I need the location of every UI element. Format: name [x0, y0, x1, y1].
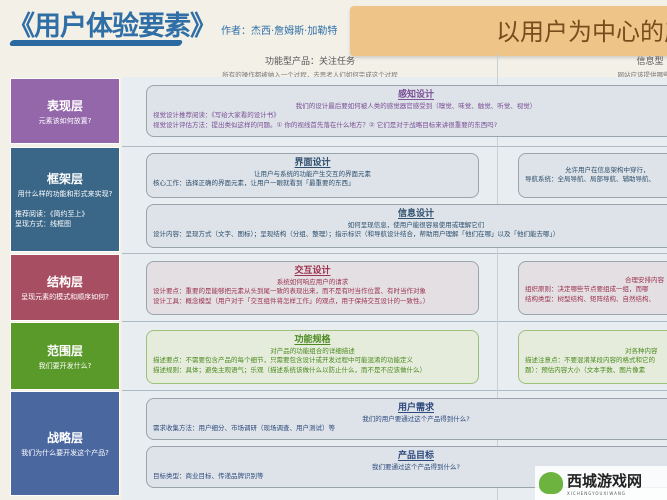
author: 作者：杰西·詹姆斯·加勒特 [221, 26, 338, 37]
watermark-subtext: XICHENGYOUXIWANG [567, 491, 626, 496]
card-line: 题）：预估内容大小（文本字数、图片像素 [525, 365, 646, 374]
layer-question: 我们为什么要开发这个产品? [21, 449, 109, 457]
card-title: 交互设计 [294, 266, 331, 276]
card-title: 信息设计 [397, 209, 434, 219]
column-subtitle: 网站应该提供哪些信息 [617, 71, 667, 79]
card-desc: 系统如何响应用户的请求 [276, 278, 349, 287]
layer-reading: 推荐阅读：《简约至上》 [15, 209, 89, 218]
column-title: 功能型产品：关注任务 [264, 57, 355, 67]
card-line: 核心工作：选择正确的界面元素，让用户一眼就看到「最重要的东西」 [153, 179, 355, 188]
divider [122, 253, 667, 254]
card-user-needs: 用户需求 我们的用户要通过这个产品得到什么? 需求收集方法：用户细分、市场调研（… [146, 398, 667, 440]
layer-name: 表现层 [46, 98, 83, 113]
card-navigation-design: 允许用户在信息架构中穿行， 导航系统：全局导航、局部导航、辅助导航、 [518, 153, 667, 198]
layer-question: 我们要开发什么? [38, 361, 92, 370]
card-line: 导航系统：全局导航、局部导航、辅助导航、 [525, 175, 655, 184]
column-header-functional: 功能型产品：关注任务 所有的操作都被纳入一个过程，去思考人们如何完成这个过程 [140, 54, 480, 79]
card-interaction-design: 交互设计 系统如何响应用户的请求 设计要点：重要的是能够把元素从头到尾一致的表现… [146, 261, 479, 315]
card-functional-spec: 功能规格 对产品的功能组合的详细描述 描述要点：不需要包含产品的每个细节，只需要… [146, 330, 479, 384]
card-line: 描述注意点：不要混淆某段内容的格式和它的 [525, 356, 655, 365]
divider [122, 390, 667, 391]
layer-scope: 范围层 我们要开发什么? [10, 322, 120, 390]
card-line: 设计工具：概念模型（用户对于「交互组件将怎样工作」的观点，用于保持交互设计的一致… [153, 296, 430, 305]
layer-name: 结构层 [46, 275, 83, 289]
card-sensory-design: 感知设计 我们的设计最后要如何被人类的感觉器官感受到（嗅觉、味觉、触觉、听觉、视… [146, 85, 667, 137]
layer-surface: 表现层 元素该如何放置? [10, 78, 120, 144]
divider [122, 146, 667, 147]
card-interface-design: 界面设计 让用户与系统的功能产生交互的界面元素 核心工作：选择正确的界面元素，让… [146, 153, 479, 198]
layer-structure: 结构层 呈现元素的模式和顺序如何? [10, 254, 120, 321]
card-line: 结构类型：树型结构、矩阵结构、自然结构、 [525, 294, 655, 303]
card-desc: 对各种内容 [625, 347, 658, 355]
banner [350, 6, 667, 56]
layer-name: 框架层 [46, 171, 83, 186]
divider [122, 321, 667, 322]
card-desc: 如何呈现信息，使用户能很容易使用或理解它们 [347, 221, 485, 230]
card-line: 视觉设计评估方法：提出类似这样的问题。① 你的视线首先落在什么地方？② 它们是对… [153, 120, 498, 129]
card-information-architecture: 合理安排内容 组织原则：决定哪些节点要组成一组，而哪 结构类型：树型结构、矩阵结… [518, 261, 667, 315]
card-line: 设计内容：呈现方式（文字、图标）；呈现结构（分组、整理）；指示标识（和导航设计结… [153, 230, 560, 239]
layer-name: 范围层 [46, 343, 83, 358]
layer-question: 呈现元素的模式和顺序如何? [21, 293, 109, 301]
banner-text: 以用户为中心的产 [496, 18, 667, 46]
card-desc: 我们要通过这个产品得到什么? [372, 463, 460, 472]
column-header-information: 信息型 网站应该提供哪些信息 [580, 54, 667, 79]
watermark: 西城游戏网 XICHENGYOUXIWANG [535, 466, 667, 500]
card-line: 目标类型：商业目标、传递品牌识别等 [153, 472, 264, 481]
layer-question: 元素该如何放置? [38, 116, 92, 125]
card-desc: 我们的用户要通过这个产品得到什么? [362, 415, 470, 424]
card-desc: 让用户与系统的功能产生交互的界面元素 [254, 170, 371, 179]
card-title: 界面设计 [294, 158, 331, 168]
card-line: 描述规则：具体；避免主观语气；乐观（描述系统该做什么以防止什么，而不是不应该做什… [153, 365, 426, 374]
layer-strategy: 战略层 我们为什么要开发这个产品? [10, 391, 120, 496]
card-desc: 我们的设计最后要如何被人类的感觉器官感受到（嗅觉、味觉、触觉、听觉、视觉） [295, 102, 537, 111]
card-title: 感知设计 [397, 90, 434, 100]
layer-name: 战略层 [46, 431, 83, 445]
card-line: 设计要点：重要的是能够把元素从头到尾一致的表现出来，而不是有时当作位置、有时当作… [153, 287, 426, 296]
layer-skeleton: 框架层 用什么样的功能和形式来实现? 推荐阅读：《简约至上》呈现方式：线框图 [10, 147, 120, 252]
card-line: 视觉设计推荐阅读：《写给大家看的设计书》 [153, 111, 280, 120]
card-line: 描述要点：不需要包含产品的每个细节，只需要包含设计或开发过程中可能混淆的功能定义 [153, 356, 413, 365]
card-desc: 对产品的功能组合的详细描述 [270, 347, 355, 356]
column-divider [497, 54, 498, 500]
card-line: 需求收集方法：用户细分、市场调研（现场调查、用户测试）等 [153, 424, 335, 433]
title-underline [8, 40, 184, 46]
card-title: 产品目标 [397, 451, 434, 461]
card-desc: 合理安排内容 [625, 276, 664, 284]
page-title: 《用户体验要素》 [8, 11, 217, 42]
card-content-requirements: 对各种内容 描述注意点：不要混淆某段内容的格式和它的 题）：预估内容大小（文本字… [518, 330, 667, 384]
card-desc: 允许用户在信息架构中穿行， [565, 166, 650, 174]
card-title: 用户需求 [397, 403, 434, 413]
watermark-text: 西城游戏网 [567, 472, 643, 490]
layer-presentation: 呈现方式：线框图 [15, 220, 71, 228]
watermark-logo-icon [539, 472, 563, 494]
layer-question: 用什么样的功能和形式来实现? [17, 189, 113, 198]
card-line: 组织原则：决定哪些节点要组成一组，而哪 [525, 285, 649, 294]
card-title: 功能规格 [294, 335, 331, 345]
card-information-design: 信息设计 如何呈现信息，使用户能很容易使用或理解它们 设计内容：呈现方式（文字、… [146, 204, 667, 248]
column-subtitle: 所有的操作都被纳入一个过程，去思考人们如何完成这个过程 [222, 71, 398, 79]
column-title: 信息型 [636, 57, 664, 67]
